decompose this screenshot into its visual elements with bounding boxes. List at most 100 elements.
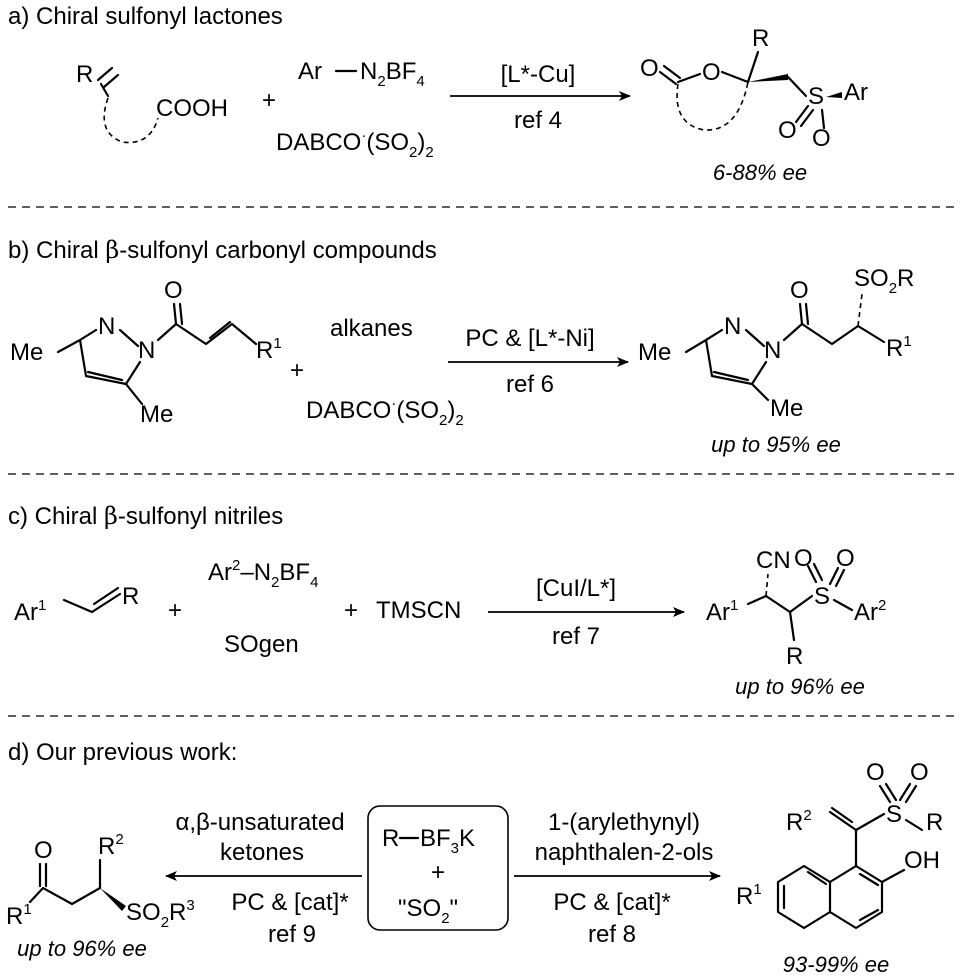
panel-d-title: d) Our previous work:	[8, 739, 237, 766]
stereo-hash-bond	[857, 293, 863, 327]
reagent-plus: +	[431, 859, 445, 886]
left-wedge	[100, 888, 126, 911]
left-chain	[28, 886, 102, 906]
panel-c-aryl-diazonium: Ar2–N2BF4	[208, 557, 318, 591]
product-n1-label: N	[724, 313, 741, 340]
right-s-c-bond	[854, 812, 886, 832]
reagent-box	[367, 805, 509, 931]
pyrazole-ring	[56, 328, 142, 386]
panel-b-ee: up to 95% ee	[711, 432, 841, 457]
panel-b: b) Chiral β-sulfonyl carbonyl compounds …	[8, 236, 914, 457]
right-sulfonyl-o1-label: O	[866, 759, 885, 786]
panel-a-substrate: R COOH	[76, 61, 228, 144]
acyl-bond	[156, 302, 184, 342]
naphthalene-ring-right	[828, 864, 884, 930]
cn-hash-bond	[765, 573, 769, 597]
product-me1-label: Me	[638, 339, 671, 366]
product-s-label: S	[814, 583, 830, 610]
right-oh-label: OH	[904, 847, 940, 874]
product-backbone	[746, 594, 814, 614]
right-vinyl-double	[828, 806, 858, 832]
right-r2-label: R2	[786, 807, 812, 836]
left-product-so2r3-label: SO2R3	[126, 897, 195, 931]
panel-a-ee: 6-88% ee	[713, 160, 807, 185]
product-r-label: R	[752, 25, 769, 52]
product-ar-label: Ar	[844, 79, 868, 106]
panel-d-left-ee: up to 96% ee	[17, 936, 147, 961]
panel-b-ref: ref 6	[506, 371, 554, 398]
sulfonyl-double-bonds	[806, 562, 846, 588]
panel-c-title: c) Chiral β-sulfonyl nitriles	[8, 502, 283, 530]
substrate-bond	[99, 82, 110, 98]
panel-b-product: Me N N Me O SO2R R1	[638, 265, 914, 422]
panel-d-right-ee: 93-99% ee	[783, 952, 889, 977]
lactone-bond	[676, 72, 702, 84]
product-r-bond	[788, 610, 796, 642]
left-carbonyl	[38, 862, 48, 888]
panel-a-arrow: [L*-Cu] ref 4	[450, 61, 631, 134]
panel-a-catalyst: [L*-Cu]	[501, 61, 576, 88]
s-ar-wedge	[826, 92, 842, 98]
enone-chain	[174, 320, 258, 346]
panel-c-plus-2: +	[344, 597, 358, 624]
panel-a-dabco-label: DABCO·(SO2)2	[276, 127, 434, 161]
naphthalene-inner-bonds	[782, 870, 880, 922]
reagent-bf3k-label: BF3K	[420, 825, 475, 857]
panel-b-alkanes: alkanes	[330, 315, 413, 342]
aryl-n2bf4-label: N2BF4	[360, 58, 425, 90]
panel-a-title: a) Chiral sulfonyl lactones	[8, 3, 283, 30]
panel-b-substrate: Me N N Me O R1	[10, 277, 282, 428]
product-so2r-label: SO2R	[854, 265, 914, 297]
panel-b-title: b) Chiral β-sulfonyl carbonyl compounds	[8, 236, 437, 264]
product-ar1-label: Ar1	[706, 597, 738, 626]
substrate-me1-label: Me	[10, 339, 43, 366]
methyl-bond	[124, 382, 144, 406]
panel-c-substrate: Ar1 R	[14, 583, 139, 626]
substrate-n1-label: N	[98, 313, 115, 340]
styrene-r-label: R	[122, 583, 139, 610]
product-ar2-label: Ar2	[854, 597, 886, 626]
right-arrow-catalyst: PC & [cat]*	[553, 889, 670, 916]
right-oh-bond	[880, 868, 906, 884]
product-acyl-bond	[782, 302, 810, 342]
right-r1-label: R1	[736, 881, 762, 910]
o-c-bond	[720, 70, 750, 84]
carbonyl-double-bond	[658, 64, 682, 86]
panel-c-ee: up to 96% ee	[735, 674, 865, 699]
panel-c-catalyst: [CuI/L*]	[536, 575, 616, 602]
panel-b-arrow: PC & [L*-Ni] ref 6	[448, 325, 629, 398]
left-arrow-reagent-1: α,β-unsaturated	[175, 809, 344, 836]
carbonyl-o-label: O	[640, 55, 659, 82]
sulfonyl-o1-label: O	[778, 117, 797, 144]
right-r-label: R	[926, 809, 943, 836]
sulfonyl-o1-label: O	[794, 545, 813, 572]
right-s-r-bond	[904, 818, 924, 832]
styrene-alkene	[62, 586, 122, 614]
substrate-r1-label: R1	[256, 335, 282, 364]
product-chain	[800, 322, 886, 346]
product-r1-label: R1	[886, 333, 912, 362]
panel-a-aryl-diazonium: Ar N2BF4	[298, 58, 425, 90]
product-n2-label: N	[764, 337, 781, 364]
product-methyl-bond	[750, 382, 770, 402]
panel-d: d) Our previous work: R BF3K + "SO2" α,β…	[6, 739, 943, 977]
substrate-cooh-label: COOH	[156, 95, 228, 122]
right-sulfonyl-o2-label: O	[910, 759, 929, 786]
right-s-label: S	[886, 801, 902, 828]
panel-a-ref: ref 4	[514, 107, 562, 134]
panel-b-catalyst: PC & [L*-Ni]	[465, 325, 594, 352]
panel-a: a) Chiral sulfonyl lactones R COOH + Ar …	[8, 3, 868, 185]
product-s-label: S	[808, 83, 824, 110]
reagent-so2-label: "SO2"	[398, 895, 458, 927]
product-pyrazole-ring	[684, 328, 768, 386]
left-arrow-reagent-2: ketones	[220, 839, 304, 866]
panel-c-sogen: SOgen	[224, 631, 299, 658]
styrene-ar1-label: Ar1	[14, 597, 46, 626]
panel-d-left-arrow: α,β-unsaturated ketones PC & [cat]* ref …	[165, 809, 362, 948]
alkene-double-bond	[96, 66, 120, 89]
left-arrow-ref: ref 9	[268, 921, 316, 948]
substrate-n2-label: N	[138, 337, 155, 364]
panel-d-right-arrow: 1-(arylethynyl) naphthalen-2-ols PC & [c…	[514, 809, 721, 948]
right-sulfonyl-double-bonds	[878, 782, 918, 804]
